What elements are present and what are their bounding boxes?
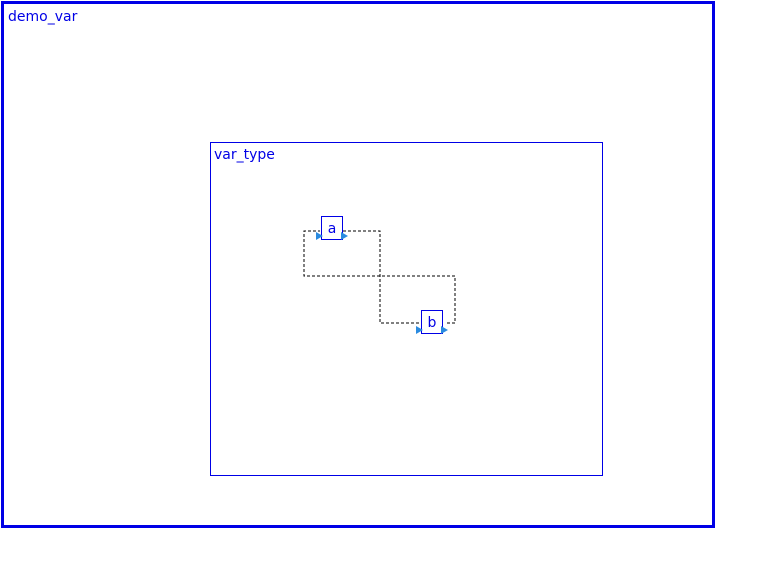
wire-b-to-a — [303, 230, 456, 324]
outer-frame-label: demo_var — [8, 9, 78, 25]
block-a-input-port-icon[interactable] — [316, 232, 323, 240]
block-b[interactable]: b — [421, 310, 443, 334]
inner-frame-label: var_type — [214, 147, 275, 163]
block-a-label: a — [327, 221, 337, 237]
block-b-output-port-icon[interactable] — [441, 326, 448, 334]
block-b-label: b — [427, 315, 437, 331]
outer-frame-demo-var[interactable] — [1, 1, 715, 528]
inner-frame-var-type[interactable] — [210, 142, 603, 476]
block-a-output-port-icon[interactable] — [341, 232, 348, 240]
block-b-input-port-icon[interactable] — [416, 326, 423, 334]
wire-a-to-b — [343, 230, 420, 324]
block-a[interactable]: a — [321, 216, 343, 240]
